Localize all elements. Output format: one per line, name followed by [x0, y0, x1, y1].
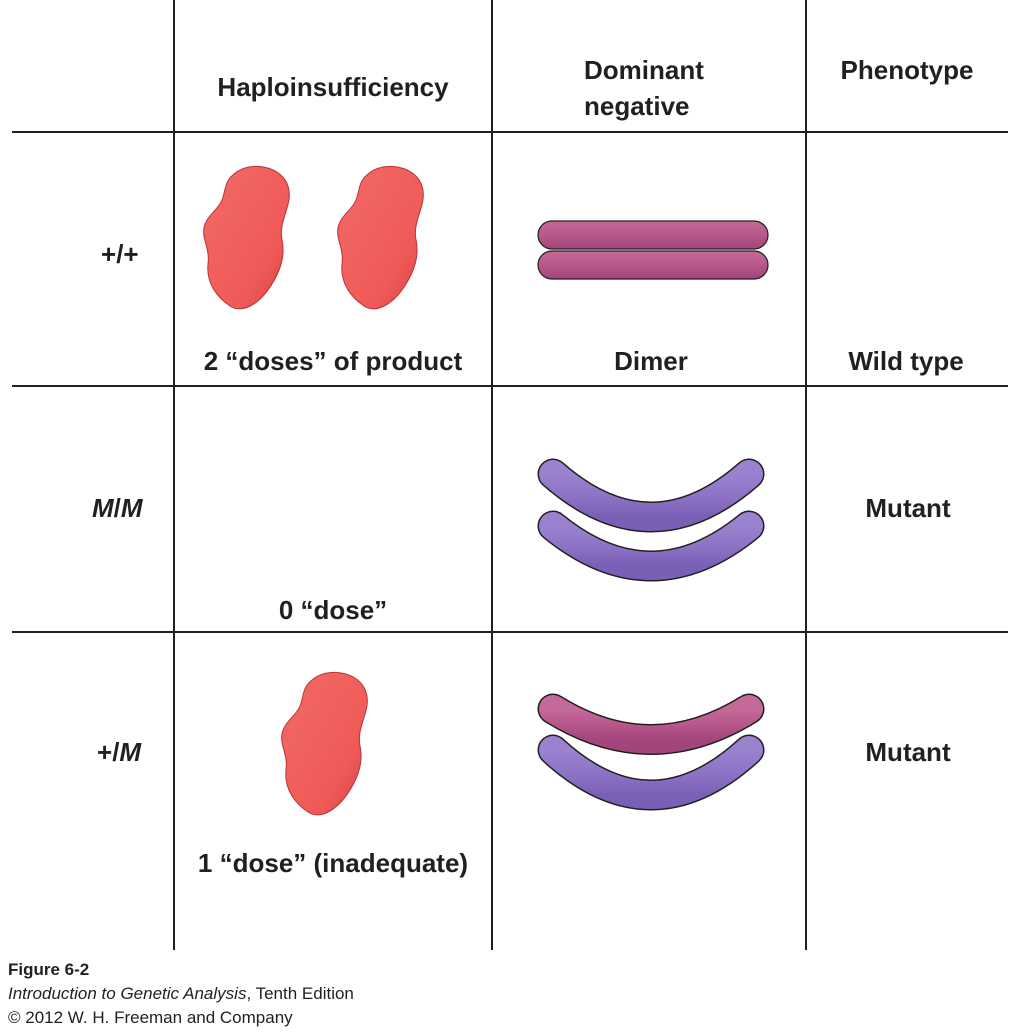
book-edition: , Tenth Edition: [246, 984, 354, 1003]
header-phenotype: Phenotype: [840, 55, 974, 85]
haplo-label-row-2: 0 “dose”: [278, 595, 388, 625]
wild-type-protein-2: [337, 165, 424, 310]
genotype-row-1: +/+: [101, 239, 139, 269]
header-dominant-negative-line1: Dominant: [584, 55, 704, 85]
figure-number: Figure 6-2: [8, 960, 90, 979]
haplo-label-row-3: 1 “dose” (inadequate): [197, 848, 469, 878]
header-haploinsufficiency: Haploinsufficiency: [217, 72, 449, 102]
haplo-label-row-1: 2 “doses” of product: [203, 346, 463, 376]
phenotype-row-1: Wild type: [848, 346, 964, 376]
copyright: © 2012 W. H. Freeman and Company: [8, 1008, 293, 1027]
heterodimer-rods: [537, 693, 765, 811]
genotype-row-2: M/M: [92, 493, 143, 523]
genotype-row-3: +/M: [97, 737, 142, 767]
phenotype-row-2: Mutant: [865, 493, 951, 523]
book-title: Introduction to Genetic Analysis: [8, 984, 247, 1003]
mutant-dimer-rods: [537, 458, 765, 582]
wild-type-protein-1: [203, 165, 290, 310]
dn-label-row-1: Dimer: [614, 346, 688, 376]
wild-type-protein-single: [281, 671, 368, 816]
dimer-rods: [537, 220, 769, 280]
book-citation: Introduction to Genetic Analysis, Tenth …: [8, 982, 354, 1006]
header-dominant-negative-line2: negative: [584, 91, 690, 121]
phenotype-row-3: Mutant: [865, 737, 951, 767]
